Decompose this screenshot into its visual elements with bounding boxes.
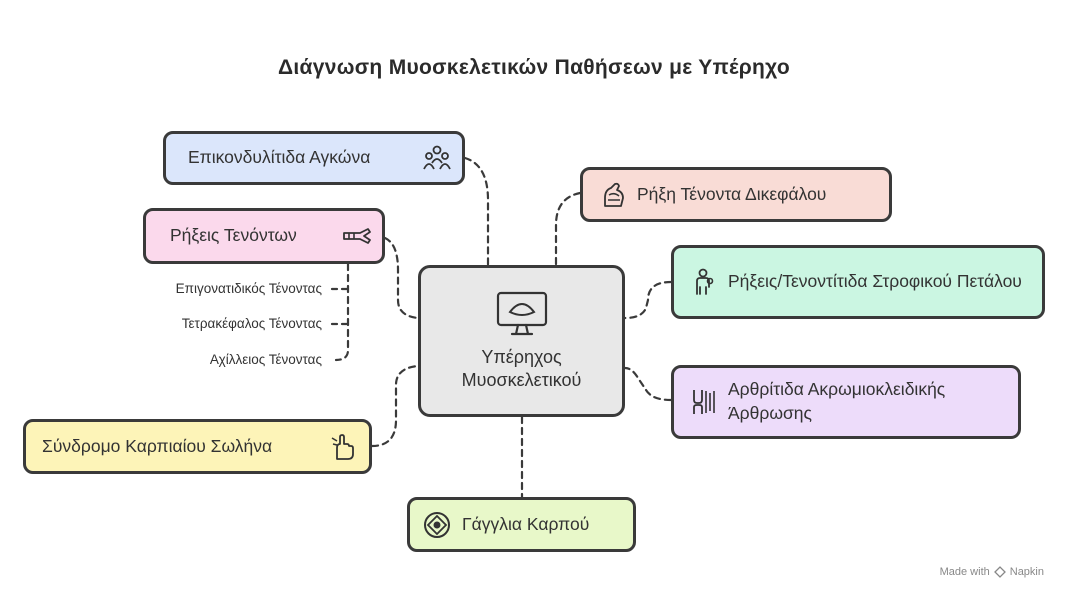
node-ac-arthritis-label: Αρθρίτιδα Ακρωμιοκλειδικής Άρθρωσης bbox=[728, 379, 946, 423]
center-label: Υπέρηχος Μυοσκελετικού bbox=[461, 346, 582, 390]
node-tendon-ruptures: Ρήξεις Τενόντων bbox=[143, 208, 385, 264]
node-rotator-cuff-label: Ρήξεις/Τενοντίτιδα Στροφικού Πετάλου bbox=[728, 271, 1022, 292]
node-biceps-rupture: Ρήξη Τένοντα Δικεφάλου bbox=[580, 167, 892, 222]
joint-bones-icon bbox=[693, 390, 715, 414]
airplane-tendon-icon bbox=[343, 228, 371, 244]
node-ganglion-label: Γάγγλια Καρπού bbox=[462, 513, 590, 534]
sub-items-bracket bbox=[334, 262, 350, 362]
connector-biceps bbox=[554, 191, 582, 267]
connector-epicondylitis bbox=[463, 156, 490, 267]
node-epicondylitis-label: Επικονδυλίτιδα Αγκώνα bbox=[188, 147, 371, 168]
node-rotator-cuff: Ρήξεις/Τενοντίτιδα Στροφικού Πετάλου bbox=[671, 245, 1045, 319]
node-epicondylitis: Επικονδυλίτιδα Αγκώνα bbox=[163, 131, 465, 185]
footer-text: Made with bbox=[939, 566, 990, 578]
node-carpal-tunnel: Σύνδρομο Καρπιαίου Σωλήνα bbox=[23, 419, 372, 474]
arm-muscle-icon bbox=[604, 182, 624, 207]
diagram-title: Διάγνωση Μυοσκελετικών Παθήσεων με Υπέρη… bbox=[278, 56, 790, 79]
connector-tendon-ruptures bbox=[383, 236, 420, 320]
footer-credit: Made with Napkin bbox=[940, 566, 1044, 578]
connector-ac-arthritis bbox=[623, 366, 673, 402]
ultrasound-monitor-icon bbox=[496, 291, 547, 335]
node-ganglion: Γάγγλια Καρπού bbox=[407, 497, 636, 552]
node-carpal-tunnel-label: Σύνδρομο Καρπιαίου Σωλήνα bbox=[42, 435, 273, 456]
people-group-icon bbox=[423, 145, 451, 170]
person-shoulder-icon bbox=[696, 268, 714, 295]
connector-carpal-tunnel bbox=[370, 364, 420, 448]
footer-brand: Napkin bbox=[1009, 566, 1044, 578]
node-tendon-ruptures-label: Ρήξεις Τενόντων bbox=[170, 225, 297, 246]
center-node: Υπέρηχος Μυοσκελετικού bbox=[418, 265, 625, 417]
node-ac-arthritis: Αρθρίτιδα Ακρωμιοκλειδικής Άρθρωσης bbox=[671, 365, 1021, 439]
ganglion-target-icon bbox=[424, 511, 450, 538]
hand-icon bbox=[331, 433, 354, 460]
sub-item-patellar: Επιγονατιδικός Τένοντας bbox=[175, 281, 322, 296]
sub-item-achilles: Αχίλλειος Τένοντας bbox=[209, 352, 322, 367]
node-biceps-rupture-label: Ρήξη Τένοντα Δικεφάλου bbox=[637, 183, 827, 204]
napkin-logo-icon bbox=[993, 566, 1006, 578]
connector-rotator-cuff bbox=[623, 280, 673, 320]
sub-item-quadriceps: Τετρακέφαλος Τένοντας bbox=[181, 316, 322, 331]
